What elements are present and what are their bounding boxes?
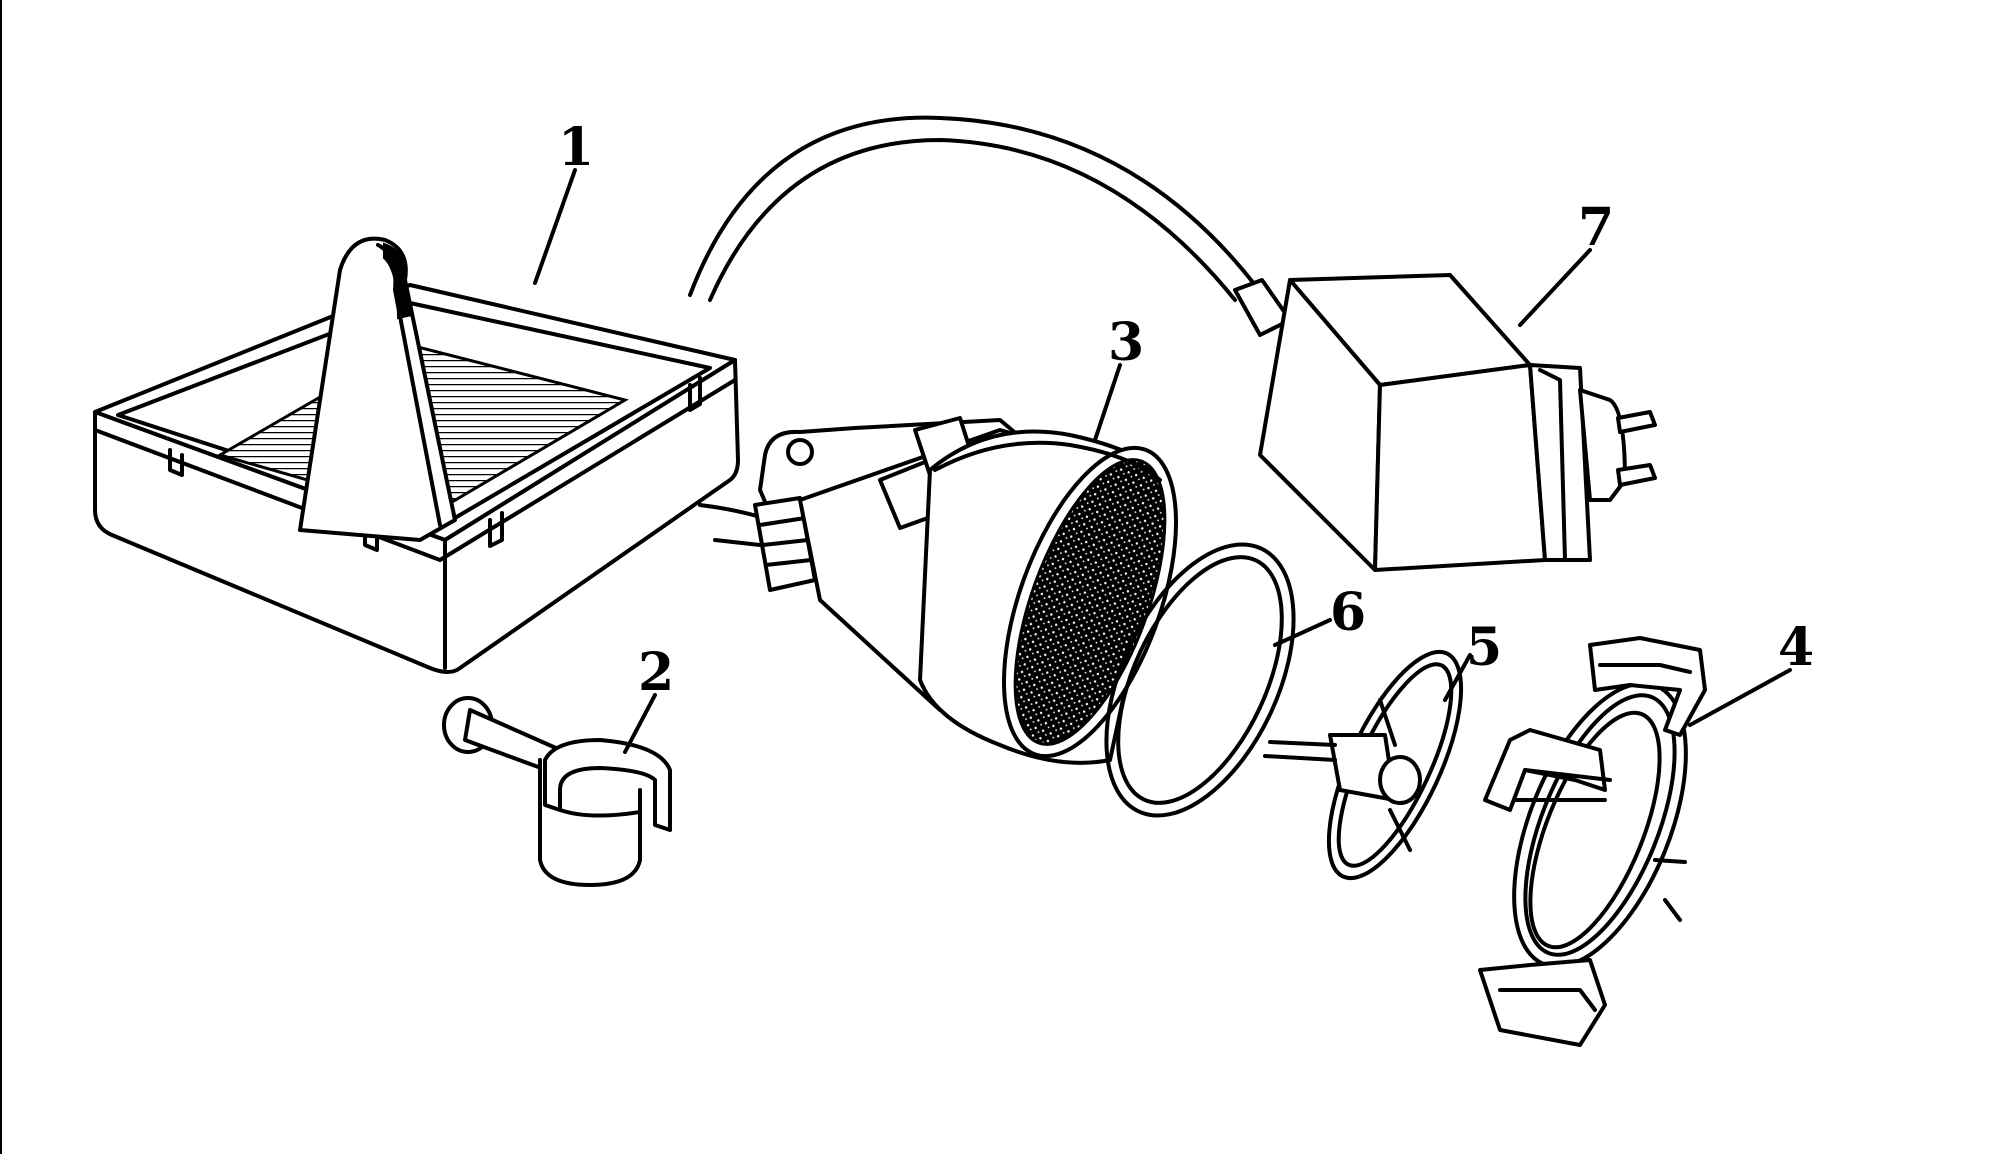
callout-7: 7 — [1518, 197, 1614, 327]
part-1-tray — [93, 236, 740, 674]
part-7-power-adapter — [1258, 273, 1657, 572]
part-2-clip — [442, 696, 672, 887]
callout-label-1: 1 — [558, 117, 594, 178]
callout-3: 3 — [1093, 312, 1144, 442]
leader-line-4 — [1688, 668, 1792, 727]
callout-2: 2 — [623, 642, 674, 754]
part-5-reflector-bulb — [1263, 649, 1464, 881]
part-3-lamp-housing — [698, 416, 1179, 765]
callout-label-3: 3 — [1108, 312, 1144, 373]
leader-line-2 — [623, 693, 657, 754]
leader-line-1 — [533, 168, 577, 285]
callout-label-4: 4 — [1778, 617, 1814, 678]
leader-line-7 — [1518, 248, 1592, 327]
frame-left-border — [0, 0, 2, 1154]
callout-4: 4 — [1688, 617, 1814, 727]
callout-1: 1 — [533, 117, 594, 285]
part-6-seal-ring — [1104, 542, 1296, 818]
callout-6: 6 — [1273, 582, 1366, 647]
callout-label-5: 5 — [1466, 617, 1502, 678]
leader-line-6 — [1273, 618, 1332, 647]
part-4-bayonet-ring — [1478, 636, 1707, 1047]
callout-label-7: 7 — [1578, 197, 1614, 258]
leader-line-5 — [1443, 653, 1472, 702]
cable — [688, 115, 1292, 337]
callout-5: 5 — [1443, 617, 1502, 702]
leader-line-3 — [1093, 363, 1122, 442]
callout-label-2: 2 — [638, 642, 674, 703]
callout-label-6: 6 — [1330, 582, 1366, 643]
